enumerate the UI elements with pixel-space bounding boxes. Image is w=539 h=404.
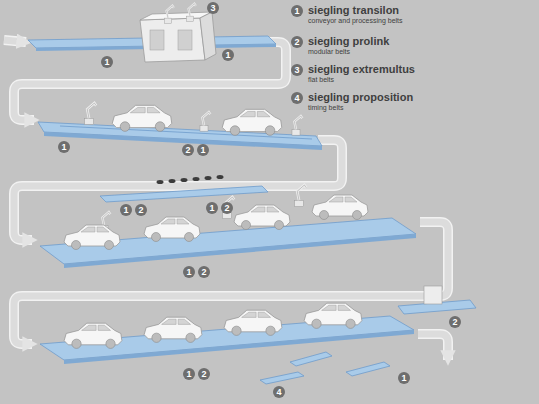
callout-number: 1 bbox=[222, 49, 234, 61]
belt-row-3 bbox=[40, 175, 416, 268]
legend-subtitle: timing belts bbox=[308, 104, 343, 111]
callout-number: 1 bbox=[183, 368, 195, 380]
legend-subtitle: modular belts bbox=[308, 48, 350, 55]
callout-number: 2 bbox=[135, 204, 147, 216]
callout-number: 2 bbox=[198, 266, 210, 278]
callout-number: 2 bbox=[182, 144, 194, 156]
legend-subtitle: flat belts bbox=[308, 76, 334, 83]
callout-number: 4 bbox=[291, 92, 303, 104]
callout-number: 1 bbox=[291, 5, 303, 17]
callout-number: 1 bbox=[398, 372, 410, 384]
callout-number: 1 bbox=[120, 204, 132, 216]
callout-number: 2 bbox=[221, 202, 233, 214]
callout-number: 3 bbox=[207, 2, 219, 14]
legend-title: siegling proposition bbox=[308, 91, 413, 103]
legend-title: siegling prolink bbox=[308, 35, 389, 47]
belt-row-2 bbox=[38, 103, 322, 150]
callout-number: 4 bbox=[273, 386, 285, 398]
callout-number: 3 bbox=[291, 64, 303, 76]
callout-number: 1 bbox=[206, 202, 218, 214]
callout-number: 1 bbox=[58, 141, 70, 153]
belt-row-4 bbox=[40, 286, 476, 384]
callout-number: 1 bbox=[183, 266, 195, 278]
flow-arrow bbox=[4, 40, 448, 360]
callout-number: 2 bbox=[198, 368, 210, 380]
legend-title: siegling extremultus bbox=[308, 63, 415, 75]
belt-row-1 bbox=[28, 4, 276, 62]
legend-title: siegling transilon bbox=[308, 4, 399, 16]
callout-number: 1 bbox=[197, 144, 209, 156]
callout-number: 2 bbox=[291, 36, 303, 48]
callout-number: 1 bbox=[101, 56, 113, 68]
legend-subtitle: conveyor and processing belts bbox=[308, 17, 403, 24]
callout-number: 2 bbox=[449, 316, 461, 328]
